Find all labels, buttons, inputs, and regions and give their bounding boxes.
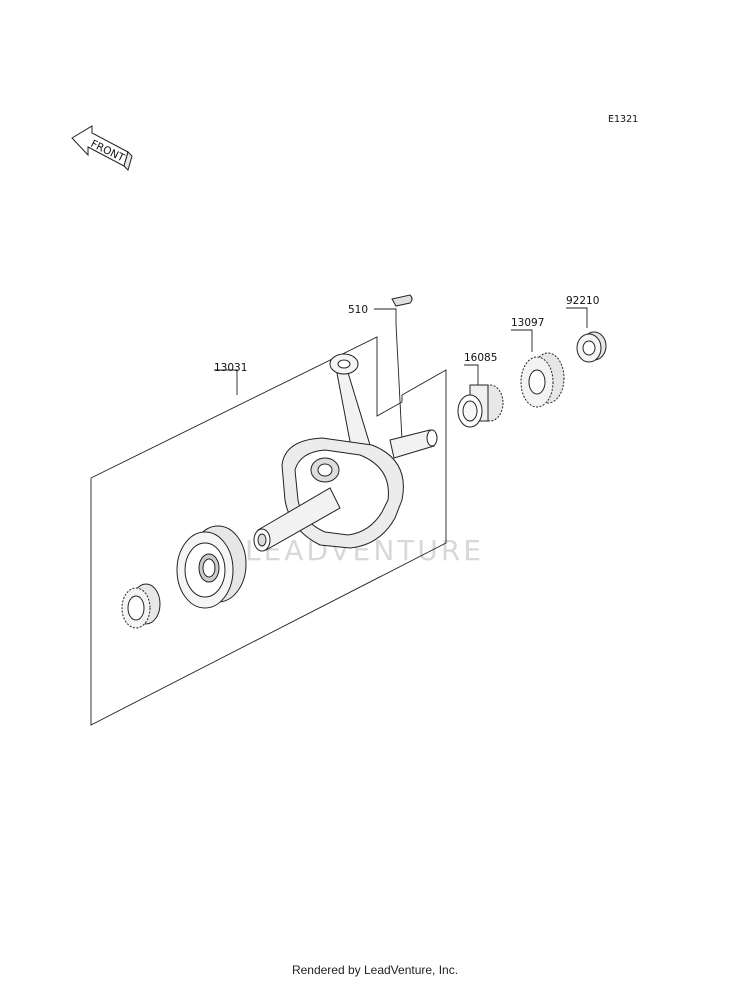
bearing-icon [176,525,247,609]
woodruff-key-icon [391,294,413,307]
gear-13097-icon [520,352,565,408]
front-arrow-icon: FRONT [71,125,133,171]
crank-gear-icon [121,583,161,629]
crankshaft-icon [253,353,438,552]
leader-lines [214,307,588,441]
footer-credit: Rendered by LeadVenture, Inc. [291,963,459,977]
collar-gear-icon [457,384,504,428]
part-label-16085: 16085 [464,352,497,364]
part-label-13031: 13031 [214,362,247,374]
part-label-92210: 92210 [566,295,599,307]
part-label-510: 510 [348,304,368,316]
diagram-code: E1321 [608,114,638,125]
assembly-outline [90,336,447,726]
part-label-13097: 13097 [511,317,544,329]
nut-icon [576,331,607,363]
